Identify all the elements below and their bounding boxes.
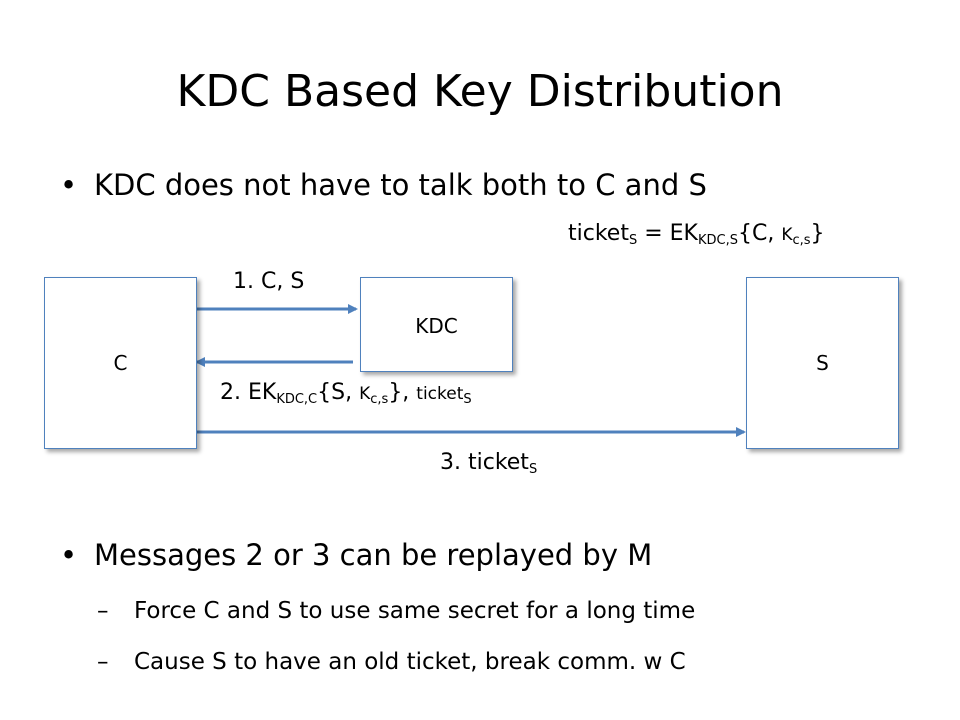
sub-bullet-dash: – <box>97 598 109 624</box>
bullet-text: KDC does not have to talk both to C and … <box>94 168 707 202</box>
slide-title: KDC Based Key Distribution <box>176 66 784 117</box>
ticket-definition: ticketS = EKKDC,S{C, Kc,s} <box>568 221 825 248</box>
node-c-label: C <box>113 351 128 375</box>
sub-bullet-text: Force C and S to use same secret for a l… <box>134 598 696 624</box>
bullet-text: Messages 2 or 3 can be replayed by M <box>94 538 653 572</box>
node-s-label: S <box>816 351 829 375</box>
bullet-dot: • <box>60 538 78 572</box>
node-c: C <box>44 277 197 449</box>
message-3-label: 3. ticketS <box>440 450 538 477</box>
sub-bullet-dash: – <box>97 649 109 675</box>
bullet-dot: • <box>60 168 78 202</box>
sub-bullet-text: Cause S to have an old ticket, break com… <box>134 649 686 675</box>
node-s: S <box>746 277 899 449</box>
node-kdc-label: KDC <box>415 314 458 338</box>
node-kdc: KDC <box>360 277 513 372</box>
message-1-label: 1. C, S <box>233 269 305 294</box>
message-2-label: 2. EKKDC,C{S, Kc,s}, ticketS <box>220 380 472 407</box>
